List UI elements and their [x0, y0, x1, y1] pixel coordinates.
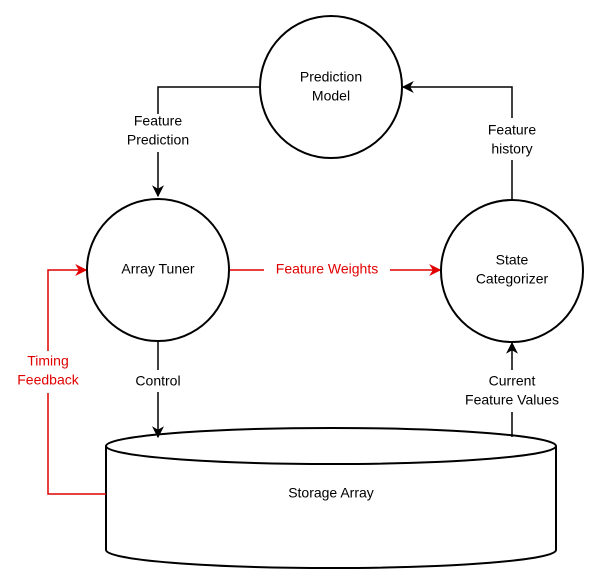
control-label: Control — [135, 373, 180, 389]
state-categorizer-node: State Categorizer — [440, 199, 584, 343]
storage-array-top — [105, 427, 557, 465]
current-feature-values-label-line2: Feature Values — [465, 392, 559, 408]
prediction-model-label-line1: Prediction — [300, 69, 362, 85]
storage-array-label: Storage Array — [288, 485, 374, 501]
feature-history-label-line1: Feature — [488, 122, 536, 138]
edge-feature-weights: Feature Weights — [230, 259, 442, 281]
state-categorizer-label-line2: Categorizer — [476, 271, 549, 287]
edge-feature-history: Feature history — [401, 81, 546, 200]
feature-history-label-line2: history — [491, 141, 532, 157]
edge-control: Control — [126, 342, 190, 439]
storage-array-body — [105, 446, 557, 569]
array-tuner-label: Array Tuner — [121, 261, 194, 277]
edge-timing-feedback: Timing Feedback — [10, 264, 106, 495]
state-categorizer-label-line1: State — [496, 252, 529, 268]
feature-prediction-arrow — [152, 86, 260, 198]
timing-feedback-label-line1: Timing — [27, 353, 69, 369]
edge-feature-prediction: Feature Prediction — [112, 86, 260, 198]
array-tuner-node: Array Tuner — [86, 198, 230, 342]
feature-prediction-label-line2: Prediction — [127, 132, 189, 148]
prediction-model-node: Prediction Model — [259, 15, 403, 159]
feature-prediction-label-line1: Feature — [134, 113, 182, 129]
feature-history-arrow — [401, 81, 513, 200]
prediction-model-label-line2: Model — [312, 88, 350, 104]
current-feature-values-label-line1: Current — [489, 373, 536, 389]
feature-weights-label: Feature Weights — [276, 261, 378, 277]
edge-current-feature-values: Current Feature Values — [450, 341, 574, 437]
timing-feedback-label-line2: Feedback — [17, 372, 79, 388]
storage-array-node: Storage Array — [105, 427, 557, 569]
